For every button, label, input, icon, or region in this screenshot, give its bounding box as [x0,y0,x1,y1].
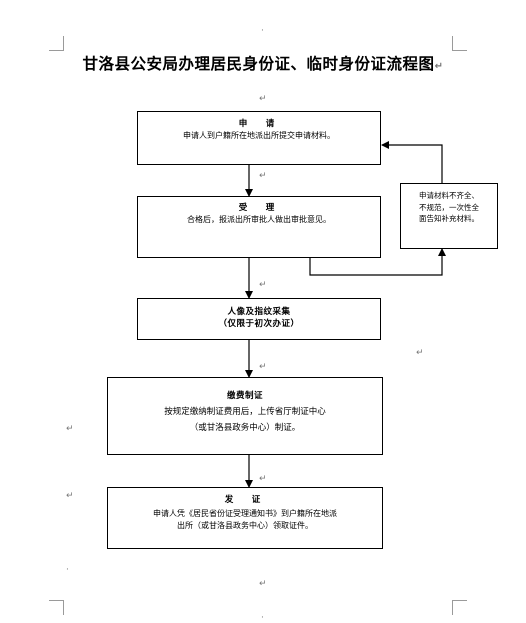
reject-line: 面告知补充材料。 [419,214,479,224]
step-fee-box: 缴费制证 按规定缴纳制证费用后，上传省厅制证中心 （或甘洛县政务中心）制证。 [107,377,383,455]
step-capture-note: （仅限于初次办证） [218,319,300,330]
paragraph-mark: · [66,565,69,575]
paragraph-mark: ↵ [66,491,74,501]
step-apply-text: 申请人到户籍所在地派出所提交申请材料。 [183,131,335,141]
reject-line: 申请材料不齐全、 [419,191,479,200]
paragraph-mark: ↵ [259,579,267,589]
step-fee-heading: 缴费制证 [226,391,263,401]
paragraph-mark: ↵ [66,424,74,434]
step-fee-line: 按规定缴纳制证费用后，上传省厅制证中心 [164,407,326,418]
step-capture-box: 人像及指纹采集 （仅限于初次办证） [137,298,381,340]
paragraph-mark: ↵ [259,362,267,372]
crop-mark-top-left [49,36,64,51]
step-accept-box: 受 理 合格后，报派出所审批人做出审批意见。 [137,196,381,258]
paragraph-mark: ↵ [259,171,267,181]
paragraph-mark: ↵ [416,348,424,358]
arrow-reject-to-step1 [381,141,443,183]
step-issue-line: 出所（或甘洛县政务中心）领取证件。 [177,521,313,531]
step-issue-box: 发 证 申请人凭《居民省份证受理通知书》到户籍所在地派 出所（或甘洛县政务中心）… [107,487,383,549]
paragraph-mark: ↵ [434,61,444,72]
arrow-step2-to-reject [309,248,446,276]
step-capture-heading: 人像及指纹采集 [227,307,291,317]
page-title: 甘洛县公安局办理居民身份证、临时身份证流程图↵ [0,52,526,74]
paragraph-mark: ↵ [259,94,267,104]
crop-mark-top-right [452,36,467,51]
step-issue-heading: 发 证 [224,495,266,505]
step-issue-line: 申请人凭《居民省份证受理通知书》到户籍所在地派 [153,508,337,518]
step-fee-line: （或甘洛县政务中心）制证。 [189,423,301,434]
reject-line: 不规范，一次性全 [419,202,479,212]
page-title-text: 甘洛县公安局办理居民身份证、临时身份证流程图 [82,55,435,73]
paragraph-mark: ↵ [259,280,267,290]
paragraph-mark: · [261,613,264,623]
step-accept-text: 合格后，报派出所审批人做出审批意见。 [187,215,331,225]
paragraph-mark: ↵ [259,474,267,484]
step-apply-heading: 申 请 [238,119,280,129]
paragraph-mark: · [261,26,264,36]
crop-mark-bottom-right [452,600,467,615]
reject-supplement-box: 申请材料不齐全、 不规范，一次性全 面告知补充材料。 [400,183,498,249]
step-accept-heading: 受 理 [238,203,280,213]
step-apply-box: 申 请 申请人到户籍所在地派出所提交申请材料。 [137,111,381,165]
crop-mark-bottom-left [49,600,64,615]
